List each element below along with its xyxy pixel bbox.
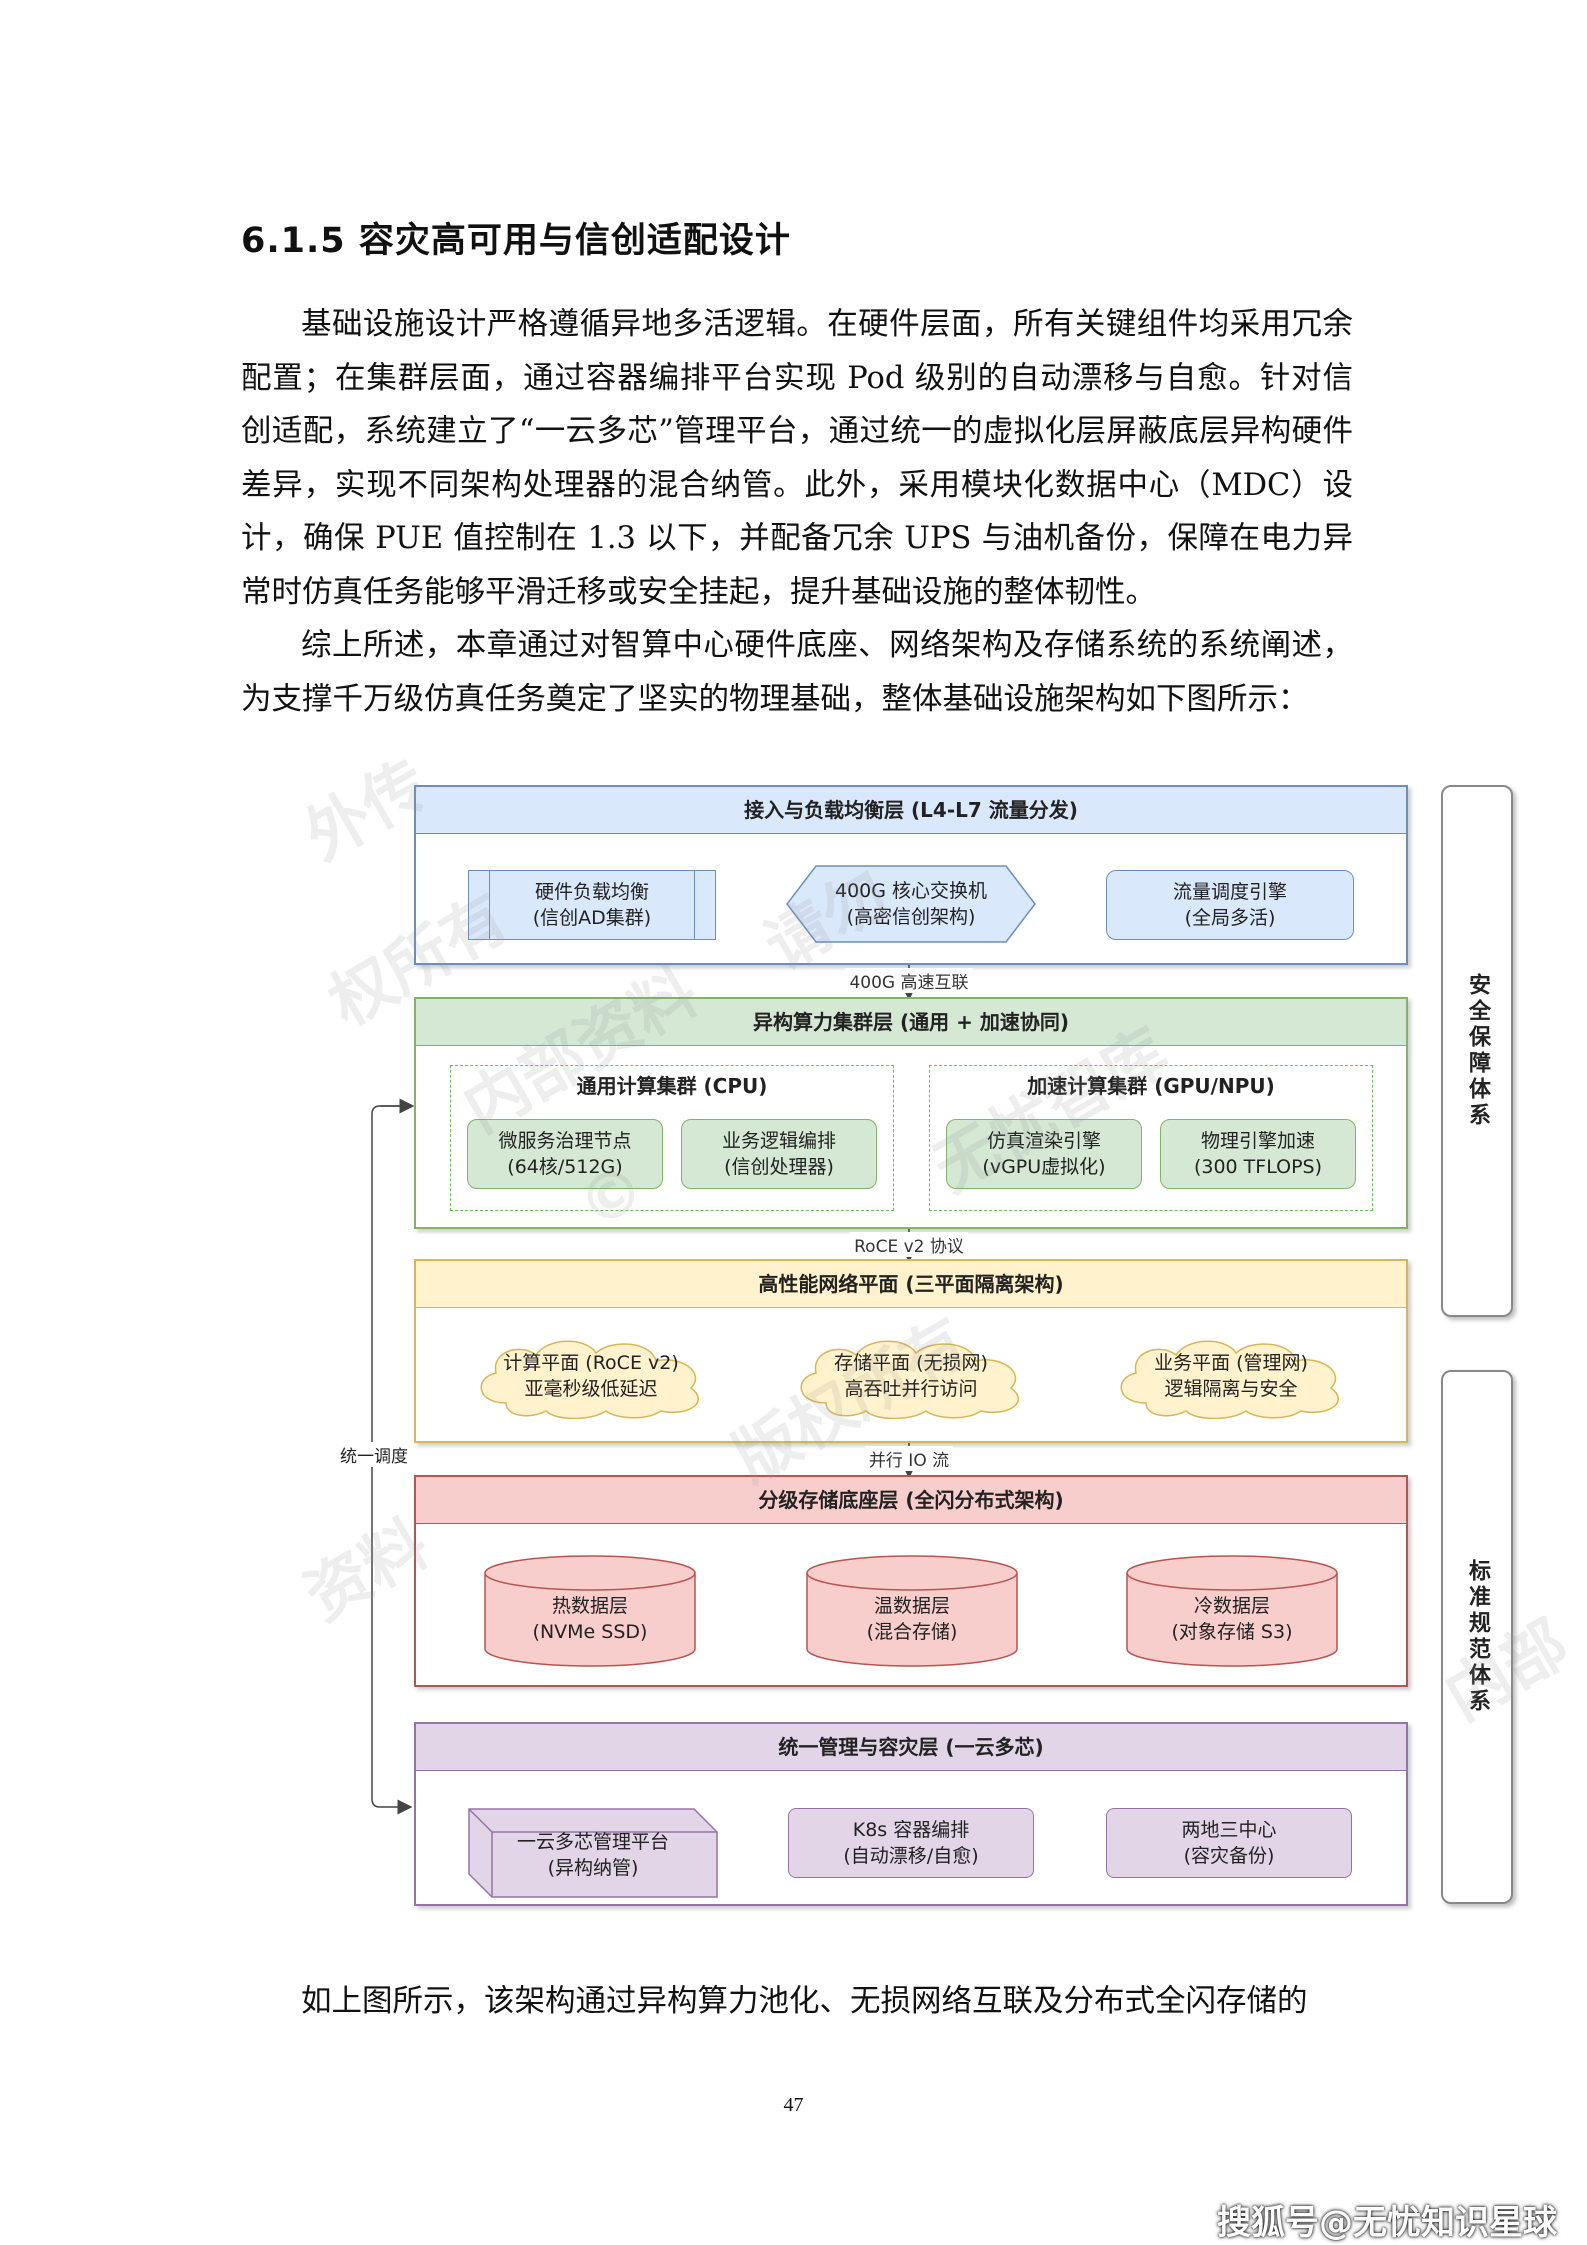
compute-plane-cloud: 计算平面 (RoCE v2) 亚毫秒级低延迟: [466, 1333, 716, 1419]
layer-storage-title: 分级存储底座层 (全闪分布式架构): [416, 1477, 1406, 1524]
link-io-label: 并行 IO 流: [864, 1446, 954, 1471]
page-number: 47: [783, 2094, 804, 2116]
body-text: 基础设施设计严格遵循异地多活逻辑。在硬件层面，所有关键组件均采用冗余配置；在集群…: [241, 298, 1353, 726]
k8s-orchestration-box: K8s 容器编排 (自动漂移/自愈): [788, 1808, 1034, 1878]
render-engine-box: 仿真渲染引擎 (vGPU虚拟化): [946, 1119, 1142, 1189]
logic-orchestration-label: 业务逻辑编排: [721, 1130, 836, 1152]
warm-data-sub: (混合存储): [866, 1621, 958, 1643]
warm-data-label: 温数据层: [873, 1595, 950, 1617]
layer-storage: 分级存储底座层 (全闪分布式架构) 热数据层 (NVMe SSD) 温数据层 (…: [414, 1475, 1408, 1687]
microservice-node-sub: (64核/512G): [507, 1156, 623, 1178]
cold-data-label: 冷数据层: [1193, 1595, 1270, 1617]
security-system-label: 安全保障体系: [1465, 973, 1490, 1129]
multi-chip-platform-box: 一云多芯管理平台 (异构纳管): [468, 1808, 718, 1898]
k8s-orchestration-label: K8s 容器编排: [852, 1819, 970, 1841]
business-plane-label: 业务平面 (管理网): [1154, 1352, 1308, 1374]
compute-plane-sub: 亚毫秒级低延迟: [524, 1378, 658, 1400]
paragraph-3: 如上图所示，该架构通过异构算力池化、无损网络互联及分布式全闪存储的: [301, 1984, 1308, 2019]
compute-plane-label: 计算平面 (RoCE v2): [503, 1352, 679, 1374]
paragraph-2: 综上所述，本章通过对智算中心硬件底座、网络架构及存储系统的系统阐述，为支撑千万级…: [241, 628, 1353, 717]
gpu-cluster: 加速计算集群 (GPU/NPU): [929, 1065, 1373, 1211]
multi-chip-platform-label: 一云多芯管理平台: [516, 1831, 669, 1853]
multi-chip-platform-sub: (异构纳管): [547, 1857, 639, 1879]
logic-orchestration-sub: (信创处理器): [724, 1156, 834, 1178]
warm-data-db: 温数据层 (混合存储): [806, 1555, 1018, 1667]
core-switch-label: 400G 核心交换机: [834, 880, 988, 902]
storage-plane-label: 存储平面 (无损网): [834, 1352, 988, 1374]
layer-management: 统一管理与容灾层 (一云多芯) 一云多芯管理平台 (异构纳管) K8s 容器编排…: [414, 1722, 1408, 1906]
footer-brand: 搜狐号@无忧知识星球: [1217, 2203, 1557, 2243]
storage-plane-cloud: 存储平面 (无损网) 高吞吐并行访问: [786, 1333, 1036, 1419]
core-switch-box: 400G 核心交换机 (高密信创架构): [786, 865, 1036, 943]
business-plane-sub: 逻辑隔离与安全: [1164, 1378, 1298, 1400]
unified-scheduling-label: 统一调度: [340, 1442, 408, 1467]
link-400g-label: 400G 高速互联: [845, 968, 973, 993]
layer-compute-title: 异构算力集群层 (通用 + 加速协同): [416, 999, 1406, 1046]
database-icon: [484, 1555, 696, 1667]
k8s-orchestration-sub: (自动漂移/自愈): [843, 1845, 979, 1867]
paragraph-1: 基础设施设计严格遵循异地多活逻辑。在硬件层面，所有关键组件均采用冗余配置；在集群…: [241, 307, 1353, 610]
traffic-engine-box: 流量调度引擎 (全局多活): [1106, 870, 1354, 940]
layer-management-title: 统一管理与容灾层 (一云多芯): [416, 1724, 1406, 1771]
hot-data-sub: (NVMe SSD): [532, 1621, 648, 1643]
microservice-node-box: 微服务治理节点 (64核/512G): [467, 1119, 663, 1189]
layer-network: 高性能网络平面 (三平面隔离架构) 计算平面 (RoCE v2) 亚毫秒级低延迟…: [414, 1259, 1408, 1443]
hardware-lb-label: 硬件负载均衡: [534, 881, 649, 903]
hardware-lb-box: 硬件负载均衡 (信创AD集群): [468, 870, 716, 940]
core-switch-sub: (高密信创架构): [846, 906, 976, 928]
standards-system-label: 标准规范体系: [1465, 1559, 1490, 1715]
storage-plane-sub: 高吞吐并行访问: [844, 1378, 978, 1400]
traffic-engine-sub: (全局多活): [1184, 907, 1276, 929]
traffic-engine-label: 流量调度引擎: [1172, 881, 1287, 903]
cloud-shape: [800, 1340, 1019, 1419]
disaster-recovery-box: 两地三中心 (容灾备份): [1106, 1808, 1352, 1878]
layer-access-title: 接入与负载均衡层 (L4-L7 流量分发): [416, 787, 1406, 834]
cold-data-sub: (对象存储 S3): [1171, 1621, 1293, 1643]
disaster-recovery-label: 两地三中心: [1181, 1819, 1277, 1841]
cpu-cluster-title: 通用计算集群 (CPU): [576, 1074, 768, 1098]
hardware-lb-sub: (信创AD集群): [532, 907, 652, 929]
layer-network-title: 高性能网络平面 (三平面隔离架构): [416, 1261, 1406, 1308]
layer-access: 接入与负载均衡层 (L4-L7 流量分发) 硬件负载均衡 (信创AD集群) 40…: [414, 785, 1408, 965]
physics-engine-box: 物理引擎加速 (300 TFLOPS): [1160, 1119, 1356, 1189]
business-plane-cloud: 业务平面 (管理网) 逻辑隔离与安全: [1106, 1333, 1356, 1419]
link-roce-label: RoCE v2 协议: [850, 1232, 968, 1257]
physics-engine-sub: (300 TFLOPS): [1193, 1156, 1323, 1178]
microservice-node-label: 微服务治理节点: [498, 1130, 632, 1152]
physics-engine-label: 物理引擎加速: [1200, 1130, 1315, 1152]
layer-compute: 异构算力集群层 (通用 + 加速协同) 通用计算集群 (CPU) 加速计算集群 …: [414, 997, 1408, 1229]
hot-data-db: 热数据层 (NVMe SSD): [484, 1555, 696, 1667]
section-heading: 6.1.5 容灾高可用与信创适配设计: [241, 221, 791, 261]
cpu-cluster: 通用计算集群 (CPU): [450, 1065, 894, 1211]
security-system-panel: 安全保障体系: [1441, 785, 1513, 1317]
cloud-shape: [480, 1340, 699, 1419]
architecture-diagram: 接入与负载均衡层 (L4-L7 流量分发) 硬件负载均衡 (信创AD集群) 40…: [293, 740, 1581, 1940]
gpu-cluster-title: 加速计算集群 (GPU/NPU): [1027, 1074, 1275, 1098]
cold-data-db: 冷数据层 (对象存储 S3): [1126, 1555, 1338, 1667]
database-icon: [1126, 1555, 1338, 1667]
cube-shape: [468, 1808, 718, 1898]
hexagon-shape: [786, 865, 1036, 943]
render-engine-sub: (vGPU虚拟化): [982, 1156, 1106, 1178]
database-icon: [806, 1555, 1018, 1667]
hot-data-label: 热数据层: [551, 1595, 628, 1617]
render-engine-label: 仿真渲染引擎: [986, 1130, 1101, 1152]
logic-orchestration-box: 业务逻辑编排 (信创处理器): [681, 1119, 877, 1189]
cloud-shape: [1120, 1340, 1339, 1419]
disaster-recovery-sub: (容灾备份): [1183, 1845, 1275, 1867]
standards-system-panel: 标准规范体系: [1441, 1370, 1513, 1904]
